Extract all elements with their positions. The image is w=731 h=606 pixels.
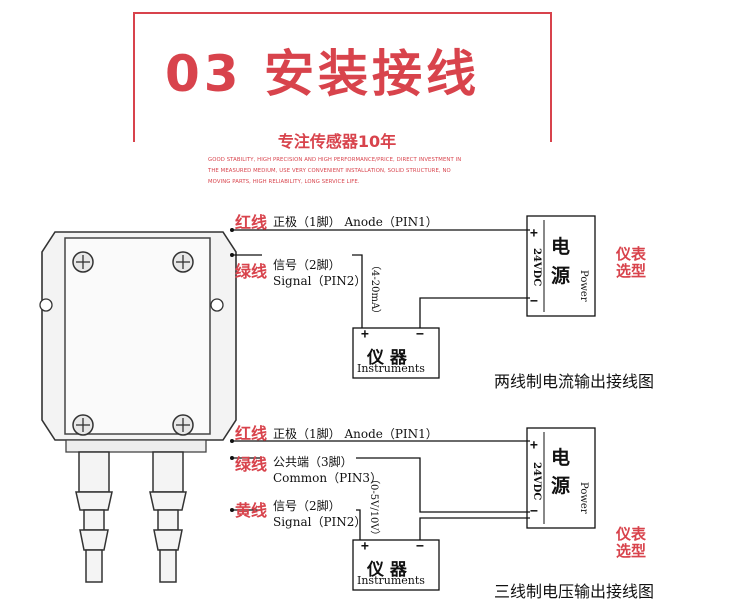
two-wire-power-cn-1: 电	[551, 236, 571, 258]
three-wire-power-cn-2: 源	[551, 475, 571, 497]
two-wire-voltage: 24VDC	[531, 248, 542, 287]
three-wire-range: （0-5V/10V）	[368, 474, 379, 541]
three-wire-power-en: Power	[578, 482, 589, 514]
three-wire-green-label: 绿线	[235, 455, 268, 474]
three-wire-select-2: 选型	[615, 542, 646, 560]
two-wire-power-box	[526, 215, 596, 317]
three-wire-power-plus: +	[530, 438, 538, 453]
three-wire-instrument-en: Instruments	[357, 574, 425, 587]
two-wire-select-1: 仪表	[615, 245, 646, 263]
three-wire-yellow-desc-en: Signal（PIN2）	[273, 515, 367, 529]
tagline-line-1: GOOD STABILITY, HIGH PRECISION AND HIGH …	[208, 157, 462, 163]
header-frame	[133, 12, 552, 142]
two-wire-select-2: 选型	[615, 262, 646, 280]
three-wire-instrument-cn: 仪 器	[367, 560, 407, 580]
two-wire-power-cn-2: 源	[551, 265, 571, 287]
three-wire-instr-plus: +	[361, 539, 369, 554]
three-wire-red-desc: 正极（1脚） Anode（PIN1）	[273, 427, 438, 441]
three-wire-yellow-label: 黄线	[235, 501, 268, 520]
two-wire-red-desc: 正极（1脚） Anode（PIN1）	[273, 215, 438, 229]
two-wire-range: （4-20mA）	[369, 260, 380, 320]
three-wire-instrument-box	[352, 539, 440, 591]
three-wire-red-label: 红线	[235, 424, 268, 443]
three-wire-select-link[interactable]: 仪表 选型	[611, 526, 651, 560]
two-wire-instr-minus: −	[416, 327, 424, 342]
three-wire-power-box	[526, 427, 596, 529]
pressure-sensor-icon	[39, 231, 237, 583]
two-wire-instrument-box	[352, 327, 440, 379]
three-wire-yellow-desc-cn: 信号（2脚）	[273, 499, 341, 513]
three-wire-caption: 三线制电压输出接线图	[494, 582, 655, 601]
page-title: 03 安装接线	[165, 45, 480, 103]
two-wire-power-en: Power	[578, 270, 589, 302]
two-wire-instrument-en: Instruments	[357, 362, 425, 375]
two-wire-red-label: 红线	[235, 213, 268, 232]
two-wire-power-minus: −	[530, 294, 538, 309]
three-wire-green-desc-cn: 公共端（3脚）	[273, 455, 353, 469]
three-wire-power-minus: −	[530, 504, 538, 519]
two-wire-instrument-cn: 仪 器	[367, 348, 407, 368]
two-wire-instr-plus: +	[361, 327, 369, 342]
tagline-line-2: THE MEASURED MEDIUM, USE VERY CONVENIENT…	[208, 168, 451, 174]
tagline-line-3: MOVING PARTS, HIGH RELIABILITY, LONG SER…	[208, 179, 360, 185]
two-wire-signal-wire	[352, 254, 363, 328]
page-subtitle: 专注传感器10年	[244, 128, 430, 152]
three-wire-signal-wire	[356, 509, 361, 540]
two-wire-green-label: 绿线	[235, 262, 268, 281]
two-wire-green-desc-en: Signal（PIN2）	[273, 274, 367, 288]
three-wire-select-1: 仪表	[615, 525, 646, 543]
three-wire-common-wire	[356, 457, 530, 513]
three-wire-power-cn-1: 电	[551, 447, 571, 469]
three-wire-instr-minus: −	[416, 539, 424, 554]
two-wire-green-desc-cn: 信号（2脚）	[273, 258, 341, 272]
two-wire-power-plus: +	[530, 226, 538, 241]
three-wire-green-desc-en: Common（PIN3）	[273, 471, 383, 485]
two-wire-return-wire	[419, 297, 530, 328]
three-wire-voltage: 24VDC	[531, 462, 542, 501]
two-wire-select-link[interactable]: 仪表 选型	[611, 246, 651, 280]
two-wire-caption: 两线制电流输出接线图	[494, 372, 655, 391]
